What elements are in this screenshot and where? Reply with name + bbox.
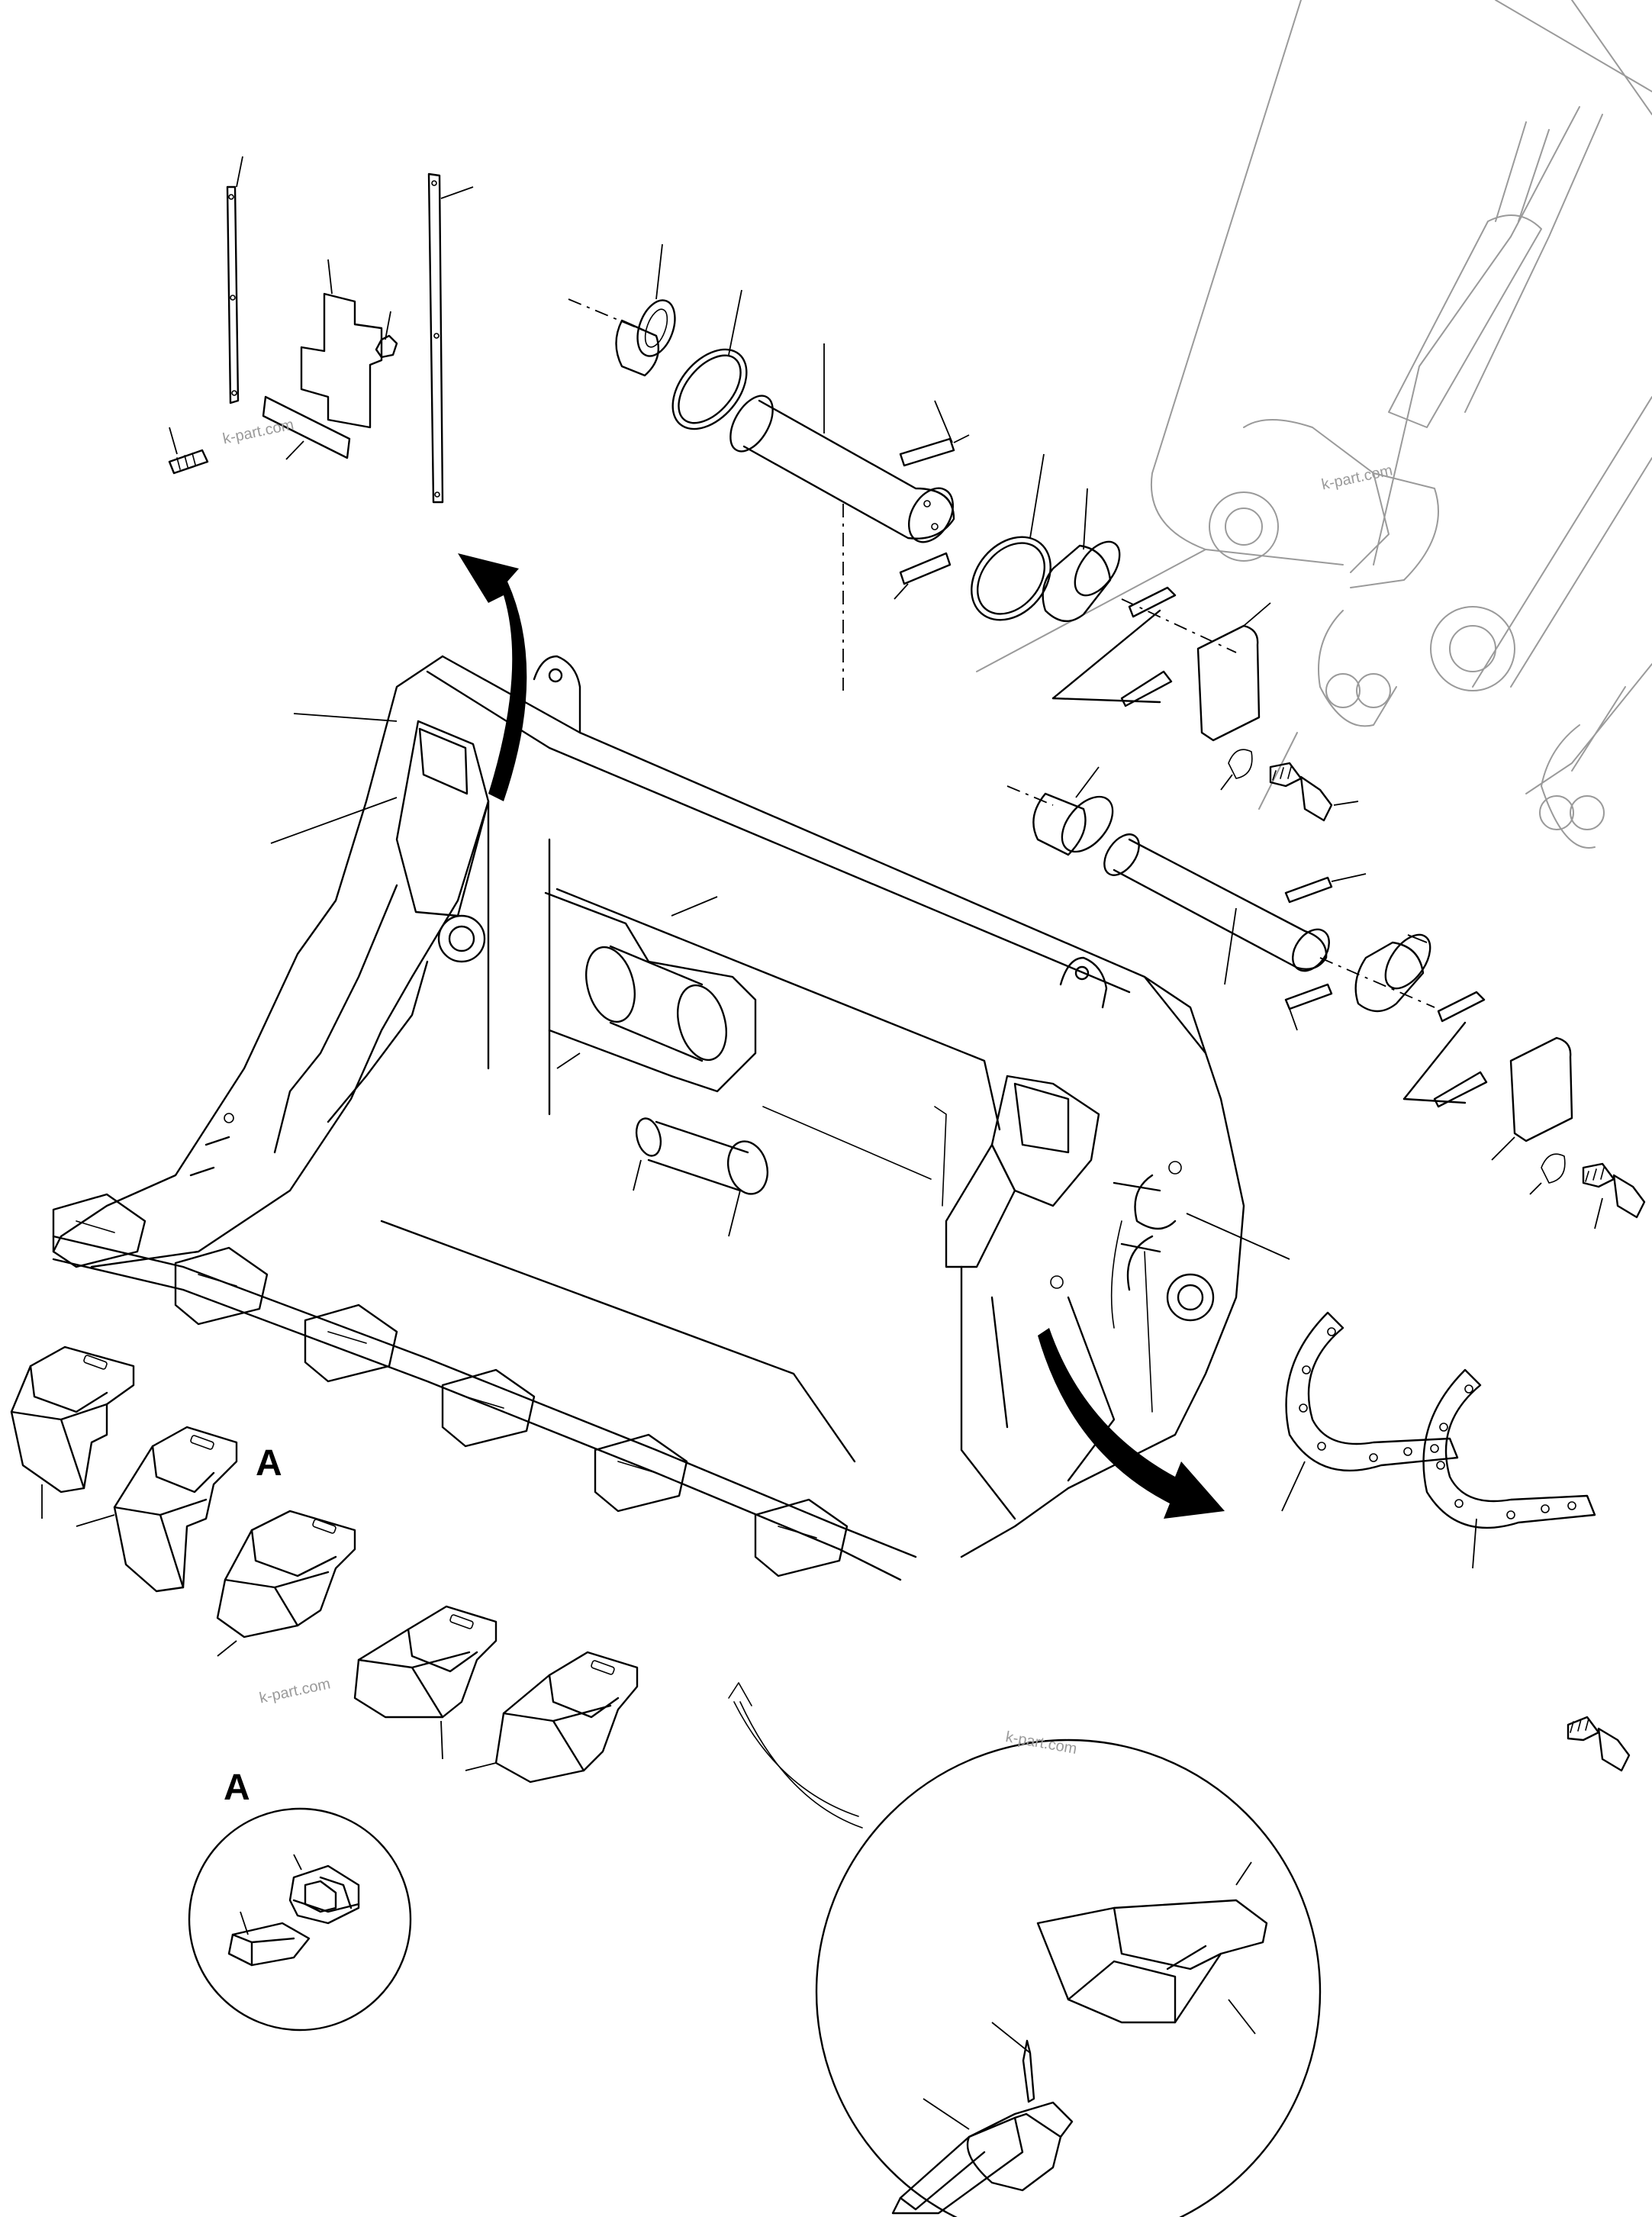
detail-view-a [188,1807,412,2032]
arrow-right-icon [1038,1328,1225,1519]
boom-arm-ghost [976,0,1652,849]
pin-assembly-upper [568,243,1359,822]
view-label-a-teeth: A [256,1443,282,1484]
pin-assembly-lower [1006,766,1646,1229]
arrow-up-icon [458,553,527,801]
side-plate-group [168,156,474,504]
detail-view-tooth [815,1738,1322,2217]
view-label-a-detail: A [224,1767,250,1808]
tooth-cap-group [10,1345,639,1784]
shim-group [1281,1311,1631,1772]
bucket-body [52,655,1290,1581]
detail-arrow-icon [728,1682,863,1829]
